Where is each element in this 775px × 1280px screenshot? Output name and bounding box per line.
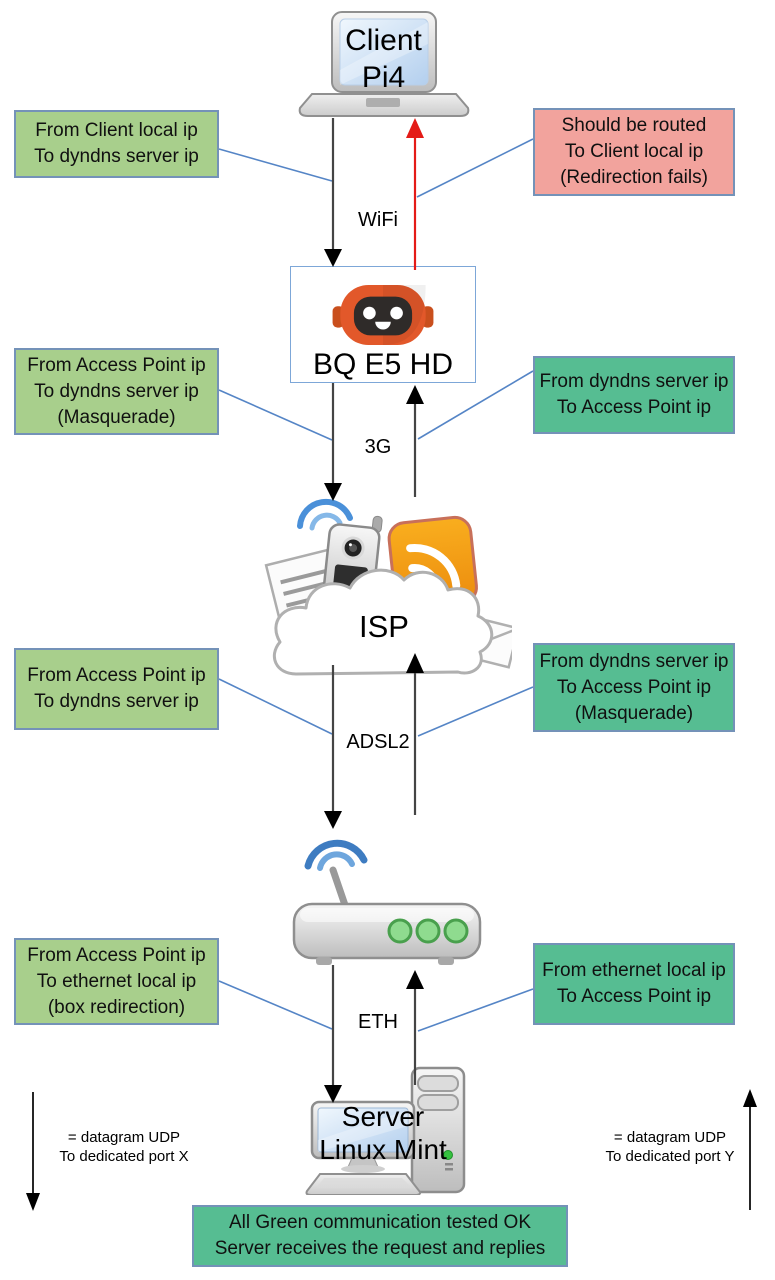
callout-line: From dyndns server ip	[539, 650, 729, 672]
legend-up-text: = datagram UDP To dedicated port Y	[584, 1128, 756, 1166]
cloud-icon	[273, 568, 494, 676]
callout-line: To Access Point ip	[556, 986, 712, 1007]
link-label-eth: ETH	[358, 1011, 398, 1033]
callout-line: (box redirection)	[47, 996, 186, 1018]
isp-icon	[264, 498, 512, 676]
server-icon	[305, 1066, 466, 1195]
keyboard	[305, 1173, 422, 1195]
server-name-line2: Linux Mint	[319, 1134, 447, 1165]
server-name-line1: Server	[341, 1101, 425, 1132]
tower	[410, 1066, 466, 1194]
link-label-3g: 3G	[364, 436, 392, 458]
legend-line: To dedicated port X	[59, 1148, 189, 1165]
led	[443, 918, 469, 944]
callout-line: Should be routed	[561, 115, 707, 136]
monitor	[310, 1100, 416, 1173]
callout-line: To Access Point ip	[556, 676, 712, 698]
access-point-node: BQ E5 HD	[290, 266, 476, 383]
access-point-label: BQ E5 HD	[312, 348, 454, 381]
antenna	[329, 866, 350, 912]
callout-line: To dyndns server ip	[34, 380, 199, 402]
legend-line: To dedicated port Y	[605, 1148, 735, 1165]
callout-ap-reply: From dyndns server ip To Access Point ip	[533, 356, 735, 434]
callout-line: To Client local ip	[564, 141, 704, 162]
client-name-line2: Pi4	[361, 61, 406, 94]
client-node-label: Client Pi4	[296, 22, 471, 96]
callout-line: To dyndns server ip	[34, 146, 199, 167]
callout-line: To ethernet local ip	[36, 970, 197, 992]
footer-line: All Green communication tested OK	[228, 1212, 532, 1233]
callout-line: (Masquerade)	[574, 702, 694, 724]
server-node-label: Server Linux Mint	[288, 1100, 478, 1166]
callout-line: From Access Point ip	[27, 944, 206, 966]
power-led	[443, 1150, 453, 1160]
callout-line: From dyndns server ip	[539, 371, 729, 392]
callout-line: (Redirection fails)	[560, 167, 708, 188]
callout-line: To dyndns server ip	[34, 691, 199, 712]
client-name-line1: Client	[345, 24, 422, 57]
wifi-reply-arrow-failed	[406, 118, 424, 270]
wifi-waves-icon	[297, 498, 353, 531]
isp-node-label: ISP	[359, 609, 409, 644]
legend-line: = datagram UDP	[613, 1129, 727, 1146]
legend-line: = datagram UDP	[67, 1129, 181, 1146]
legend-down-text: = datagram UDP To dedicated port X	[38, 1128, 210, 1166]
callout-isp-reply: From dyndns server ip To Access Point ip…	[533, 643, 735, 732]
callout-client-request: From Client local ip To dyndns server ip	[14, 110, 219, 178]
callout-line: From Client local ip	[35, 120, 198, 141]
led	[387, 918, 413, 944]
link-label-adsl2: ADSL2	[346, 731, 410, 753]
callout-line: From Access Point ip	[27, 665, 206, 686]
footer-line: Server receives the request and replies	[214, 1238, 546, 1259]
link-label-wifi: WiFi	[358, 209, 398, 231]
wifi-waves-icon	[304, 839, 368, 871]
laptop-icon	[298, 11, 470, 117]
callout-isp-request: From Access Point ip To dyndns server ip	[14, 648, 219, 730]
callout-box-request: From Access Point ip To ethernet local i…	[14, 938, 219, 1025]
callout-line: From ethernet local ip	[542, 960, 726, 981]
led	[415, 918, 441, 944]
callout-line: (Masquerade)	[57, 406, 176, 428]
robot-icon	[332, 284, 434, 346]
callout-box-reply: From ethernet local ip To Access Point i…	[533, 943, 735, 1025]
callout-line: From Access Point ip	[27, 354, 206, 376]
wifi-request-arrow	[324, 118, 342, 267]
callout-line: To Access Point ip	[556, 397, 712, 418]
router-icon	[292, 839, 482, 965]
footer-status-box: All Green communication tested OK Server…	[192, 1205, 568, 1267]
callout-ap-request: From Access Point ip To dyndns server ip…	[14, 348, 219, 435]
callout-client-reply: Should be routed To Client local ip (Red…	[533, 108, 735, 196]
